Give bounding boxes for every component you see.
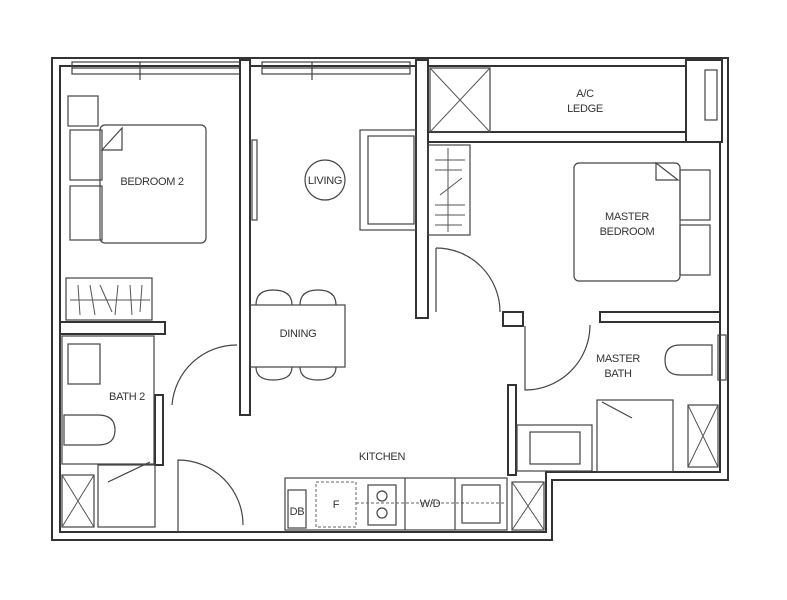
wardrobe [427, 144, 471, 236]
label-living: LIVING [308, 175, 342, 187]
toilet [664, 344, 713, 376]
basin [67, 343, 101, 385]
counter [284, 477, 508, 531]
label-master-bedroom-2: BEDROOM [600, 226, 655, 238]
vanity [516, 424, 593, 472]
pillow [679, 224, 711, 276]
dining-table [249, 304, 346, 368]
label-ac-ledge-1: A/C [576, 88, 594, 100]
label-kitchen: KITCHEN [359, 451, 406, 463]
label-fridge: F [333, 499, 340, 511]
pillow [679, 169, 711, 221]
label-washer-dryer: W/D [420, 498, 441, 510]
side-table [67, 95, 99, 127]
door-swing [435, 247, 501, 313]
ac-ledge: A/C LEDGE [429, 67, 718, 133]
entrance-door-swing [177, 459, 244, 532]
label-master-bath-1: MASTER [596, 353, 640, 365]
living-marker [304, 159, 346, 201]
label-bath-2: BATH 2 [109, 391, 145, 403]
sink [461, 484, 501, 524]
living-dining: LIVING DINING [249, 129, 417, 381]
shaft [511, 481, 545, 531]
pillow [69, 129, 103, 181]
pillow [69, 185, 103, 241]
bedroom-2: BEDROOM 2 [65, 95, 207, 321]
wardrobe [65, 277, 153, 321]
fridge [315, 481, 357, 528]
kitchen: DB F W/D KITCHEN [177, 451, 545, 532]
label-ac-ledge-2: LEDGE [567, 103, 603, 115]
label-master-bedroom-1: MASTER [605, 211, 649, 223]
shower [97, 464, 156, 528]
bath-2: BATH 2 [61, 335, 238, 528]
shaft [687, 404, 719, 468]
hob [367, 484, 397, 526]
bed [573, 162, 681, 282]
door-swing [171, 344, 238, 406]
label-bedroom-2: BEDROOM 2 [120, 176, 183, 188]
door-swing [524, 324, 591, 391]
master-bedroom: MASTER BEDROOM [427, 144, 711, 313]
db-box [287, 489, 307, 529]
shower [596, 399, 674, 473]
shaft [429, 67, 491, 133]
master-bath: MASTER BATH [516, 324, 719, 473]
shaft [61, 474, 95, 528]
label-dining: DINING [280, 328, 317, 340]
label-db: DB [290, 506, 305, 518]
sofa [359, 129, 417, 231]
bed [99, 124, 207, 244]
toilet [63, 414, 116, 446]
label-master-bath-2: BATH [604, 368, 632, 380]
